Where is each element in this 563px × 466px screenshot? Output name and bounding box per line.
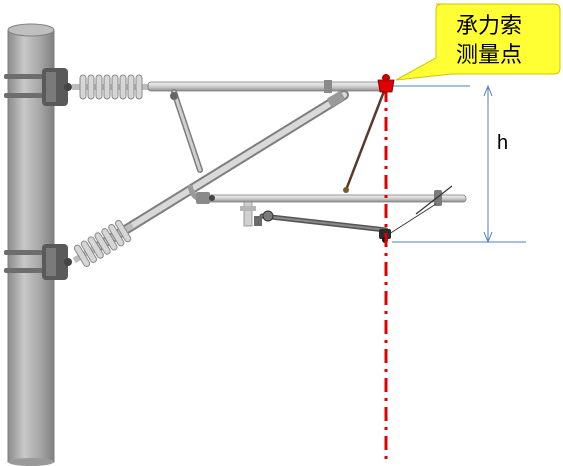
positioning-support [240, 201, 256, 227]
upper-horizontal-tube [147, 80, 410, 93]
positioning-tube [187, 184, 467, 215]
lower-pole-clamp [4, 244, 72, 280]
lower-insulator [72, 219, 135, 268]
measure-point-marker [377, 74, 395, 93]
callout-line-1: 承力索 [456, 14, 522, 39]
dimension-label: h [497, 132, 508, 154]
upper-pole-clamp [4, 68, 72, 106]
callout-line-2: 测量点 [456, 43, 522, 68]
height-dimension: h [392, 84, 526, 244]
locator-arm [254, 210, 389, 233]
upper-insulator [72, 74, 148, 100]
support-strut [170, 89, 203, 173]
measure-point-callout: 承力索 测量点 [395, 3, 561, 81]
dropper-wire [343, 85, 437, 237]
diagonal-brace [91, 90, 349, 253]
